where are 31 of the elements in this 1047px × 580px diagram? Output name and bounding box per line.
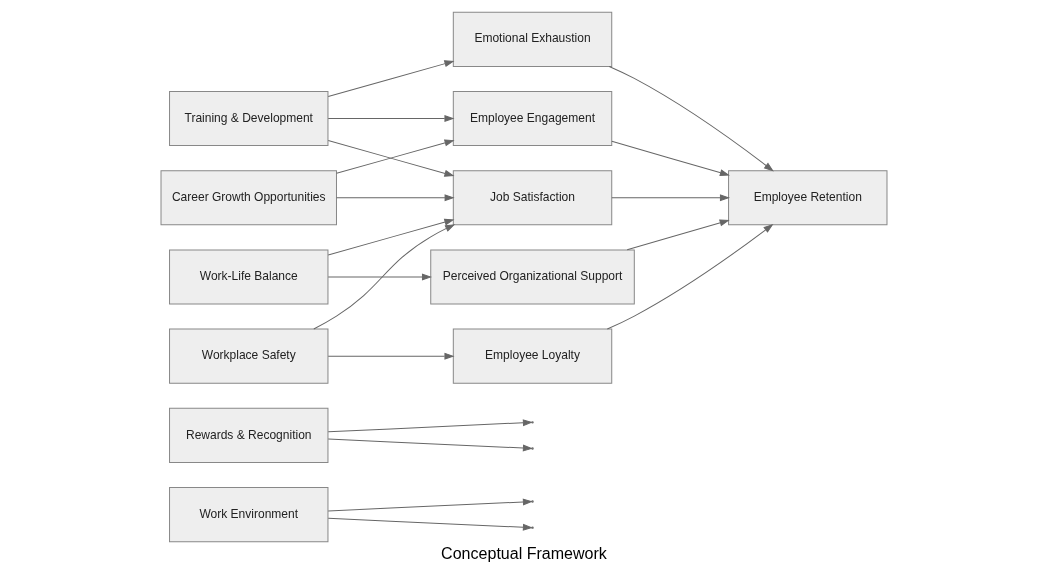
arrow: [312, 224, 454, 330]
caption: Conceptual Framework: [440, 543, 607, 562]
arrow: [610, 194, 729, 202]
arrow: [327, 419, 532, 433]
arrow: [335, 139, 454, 174]
arrow: [327, 115, 453, 122]
node-box: Rewards & Recognition: [168, 407, 328, 463]
arrow: [626, 219, 729, 251]
node-box: Work-Life Balance: [168, 249, 328, 305]
node-box: Employee Loyalty: [452, 328, 612, 384]
node-box: Perceived Organizational Support: [429, 249, 635, 305]
node-box: Employee Engagement: [452, 90, 612, 147]
node-box: Training & Development: [168, 90, 328, 147]
arrow: [327, 438, 532, 452]
node-box: Workplace Safety: [168, 328, 328, 384]
node-box: Job Satisfaction: [452, 170, 612, 226]
arrow: [327, 352, 453, 360]
arrow: [335, 194, 454, 202]
arrow: [327, 498, 532, 512]
node-box: Emotional Exhaustion: [452, 11, 612, 67]
arrow: [606, 224, 773, 330]
arrow: [327, 60, 453, 97]
arrow: [327, 218, 453, 256]
arrow: [608, 65, 773, 171]
arrow: [327, 273, 431, 281]
node-box: Career Growth Opportunities: [160, 170, 337, 226]
arrow: [327, 140, 453, 177]
node-box: Work Environment: [168, 487, 328, 543]
node-box: Employee Retention: [727, 170, 887, 226]
arrow: [610, 140, 729, 176]
arrow: [327, 517, 532, 531]
